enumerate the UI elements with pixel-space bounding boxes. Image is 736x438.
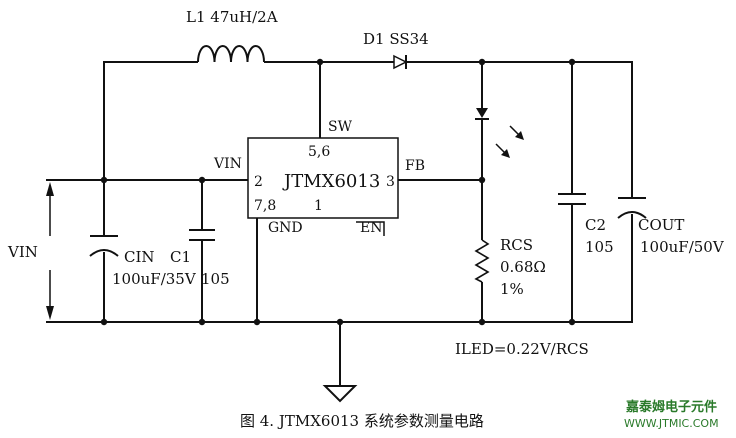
inductor-l1 xyxy=(197,45,265,63)
label-cout: COUT xyxy=(638,216,684,234)
label-pin1: 1 xyxy=(314,198,323,214)
label-vin-left: VIN xyxy=(7,243,38,261)
label-gnd: GND xyxy=(268,220,303,236)
label-vin-pin: VIN xyxy=(213,156,242,172)
label-pin56: 5,6 xyxy=(308,144,330,160)
label-pin3: 3 xyxy=(386,174,395,190)
label-pin2: 2 xyxy=(254,174,263,190)
resistor-rcs xyxy=(474,239,490,283)
label-c1: C1 xyxy=(170,248,191,266)
label-cin: CIN xyxy=(124,248,155,266)
diode-d1 xyxy=(393,54,408,70)
capacitor-cin xyxy=(89,235,119,257)
capacitor-c2 xyxy=(558,193,586,205)
label-rcs-value: 0.68Ω xyxy=(500,258,546,276)
capacitor-cout xyxy=(617,197,647,219)
watermark-url: WWW.JTMIC.COM xyxy=(624,417,719,430)
label-l1: L1 47uH/2A xyxy=(186,8,278,26)
en-overline xyxy=(356,221,385,236)
label-en: EN xyxy=(360,220,382,236)
label-rcs: RCS xyxy=(500,236,533,254)
label-sw: SW xyxy=(328,119,353,135)
label-d1: D1 SS34 xyxy=(363,30,429,48)
label-cin-value: 100uF/35V xyxy=(112,270,197,288)
watermark-name: 嘉泰姆电子元件 xyxy=(625,399,717,415)
label-c1-value: 105 xyxy=(201,270,230,288)
label-c2-value: 105 xyxy=(585,238,614,256)
label-chip: JTMX6013 xyxy=(282,171,380,192)
led xyxy=(475,108,524,158)
label-cout-value: 100uF/50V xyxy=(640,238,725,256)
chip-body xyxy=(247,137,399,219)
label-c2: C2 xyxy=(585,216,606,234)
vin-arrow xyxy=(46,182,54,320)
figure-caption: 图 4. JTMX6013 系统参数测量电路 xyxy=(240,412,484,430)
label-pin78: 7,8 xyxy=(254,198,276,214)
label-iled: ILED=0.22V/RCS xyxy=(455,340,589,358)
capacitor-c1 xyxy=(189,229,215,241)
label-fb: FB xyxy=(405,158,425,174)
label-rcs-tolerance: 1% xyxy=(500,280,524,298)
junctions xyxy=(100,58,576,326)
